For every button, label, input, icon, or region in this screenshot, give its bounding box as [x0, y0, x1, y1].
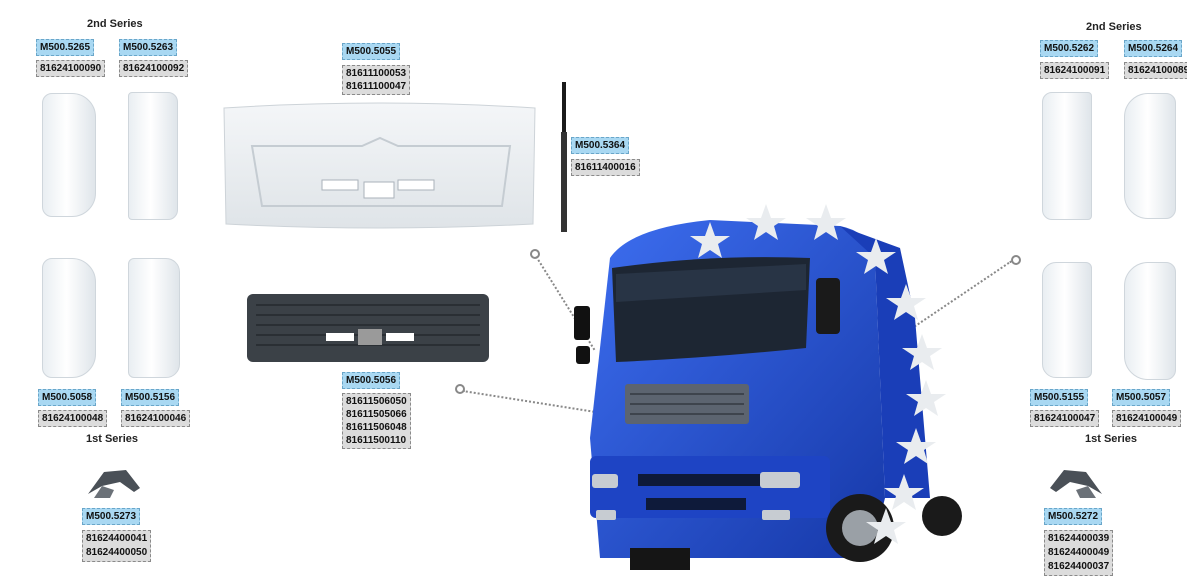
grille-oe-2: 81611505066: [346, 409, 407, 420]
right-top-code-1-oe: 81624100091: [1040, 62, 1110, 79]
right-fender-inner-1st: [1042, 262, 1092, 378]
left-mudguard-oe-1: 81624400041: [86, 533, 148, 544]
right-fender-inner-2nd: [1042, 92, 1092, 220]
truck-image: [574, 204, 962, 570]
strut-code-oe: 81611400016: [571, 159, 640, 176]
right-bottom-code-1-m: M500.5155: [1030, 389, 1089, 406]
right-top-code-2-oe: 81624100089: [1124, 62, 1187, 79]
left-fender-outer-1st: [42, 258, 96, 378]
right-mudguard-bracket-image: [1050, 470, 1102, 498]
strut-code-m: M500.5364: [571, 137, 630, 154]
left-bottom-code-1-oe: 81624100048: [38, 410, 108, 427]
leader-dot-panel: [530, 249, 540, 259]
left-mudguard-code-m: M500.5273: [82, 508, 141, 525]
left-fender-inner-1st: [128, 258, 180, 378]
grille-oe-3: 81611506048: [346, 422, 407, 433]
right-fender-outer-1st: [1124, 262, 1176, 380]
right-mudguard-code-oe: 81624400039 81624400049 81624400037: [1044, 530, 1114, 576]
left-mudguard-code-oe: 81624400041 81624400050: [82, 530, 152, 562]
panel-oe-2: 81611100047: [346, 81, 407, 92]
left-fender-outer-2nd: [42, 93, 96, 217]
left-bottom-code-2-m: M500.5156: [121, 389, 180, 406]
left-top-code-1-oe: 81624100090: [36, 60, 106, 77]
grille-image: [247, 294, 489, 362]
right-fender-outer-2nd: [1124, 93, 1176, 219]
right-mudguard-code-m: M500.5272: [1044, 508, 1103, 525]
right-mudguard-oe-2: 81624400049: [1048, 547, 1110, 558]
star-icon: [690, 204, 946, 544]
panel-code-oe: 81611100053 81611100047: [342, 65, 411, 95]
panel-oe-1: 81611100053: [346, 68, 407, 79]
left-top-code-2-m: M500.5263: [119, 39, 178, 56]
left-top-code-1-m: M500.5265: [36, 39, 95, 56]
right-top-code-2-m: M500.5264: [1124, 40, 1183, 57]
left-mudguard-oe-2: 81624400050: [86, 547, 148, 558]
right-bottom-code-1-oe: 81624100047: [1030, 410, 1100, 427]
front-panel-image: [223, 102, 536, 229]
right-bottom-code-2-oe: 81624100049: [1112, 410, 1182, 427]
left-mudguard-bracket-image: [88, 470, 140, 498]
gas-strut-image: [561, 82, 567, 232]
left-bottom-code-2-oe: 81624100046: [121, 410, 191, 427]
left-bottom-code-1-m: M500.5058: [38, 389, 97, 406]
left-top-code-2-oe: 81624100092: [119, 60, 189, 77]
grille-oe-4: 81611500110: [346, 435, 407, 446]
grille-code-m: M500.5056: [342, 372, 401, 389]
left-fender-inner-2nd: [128, 92, 178, 220]
right-series-bottom: 1st Series: [1085, 433, 1137, 445]
leader-dot-grille: [455, 384, 465, 394]
leader-dot-fender: [1011, 255, 1021, 265]
right-top-code-1-m: M500.5262: [1040, 40, 1099, 57]
panel-code-m: M500.5055: [342, 43, 401, 60]
grille-oe-1: 81611506050: [346, 396, 407, 407]
left-series-bottom: 1st Series: [86, 433, 138, 445]
right-bottom-code-2-m: M500.5057: [1112, 389, 1171, 406]
right-mudguard-oe-1: 81624400039: [1048, 533, 1110, 544]
right-series-top: 2nd Series: [1086, 21, 1142, 33]
left-series-top: 2nd Series: [87, 18, 143, 30]
grille-code-oe: 81611506050 81611505066 81611506048 8161…: [342, 393, 411, 449]
right-mudguard-oe-3: 81624400037: [1048, 561, 1110, 572]
